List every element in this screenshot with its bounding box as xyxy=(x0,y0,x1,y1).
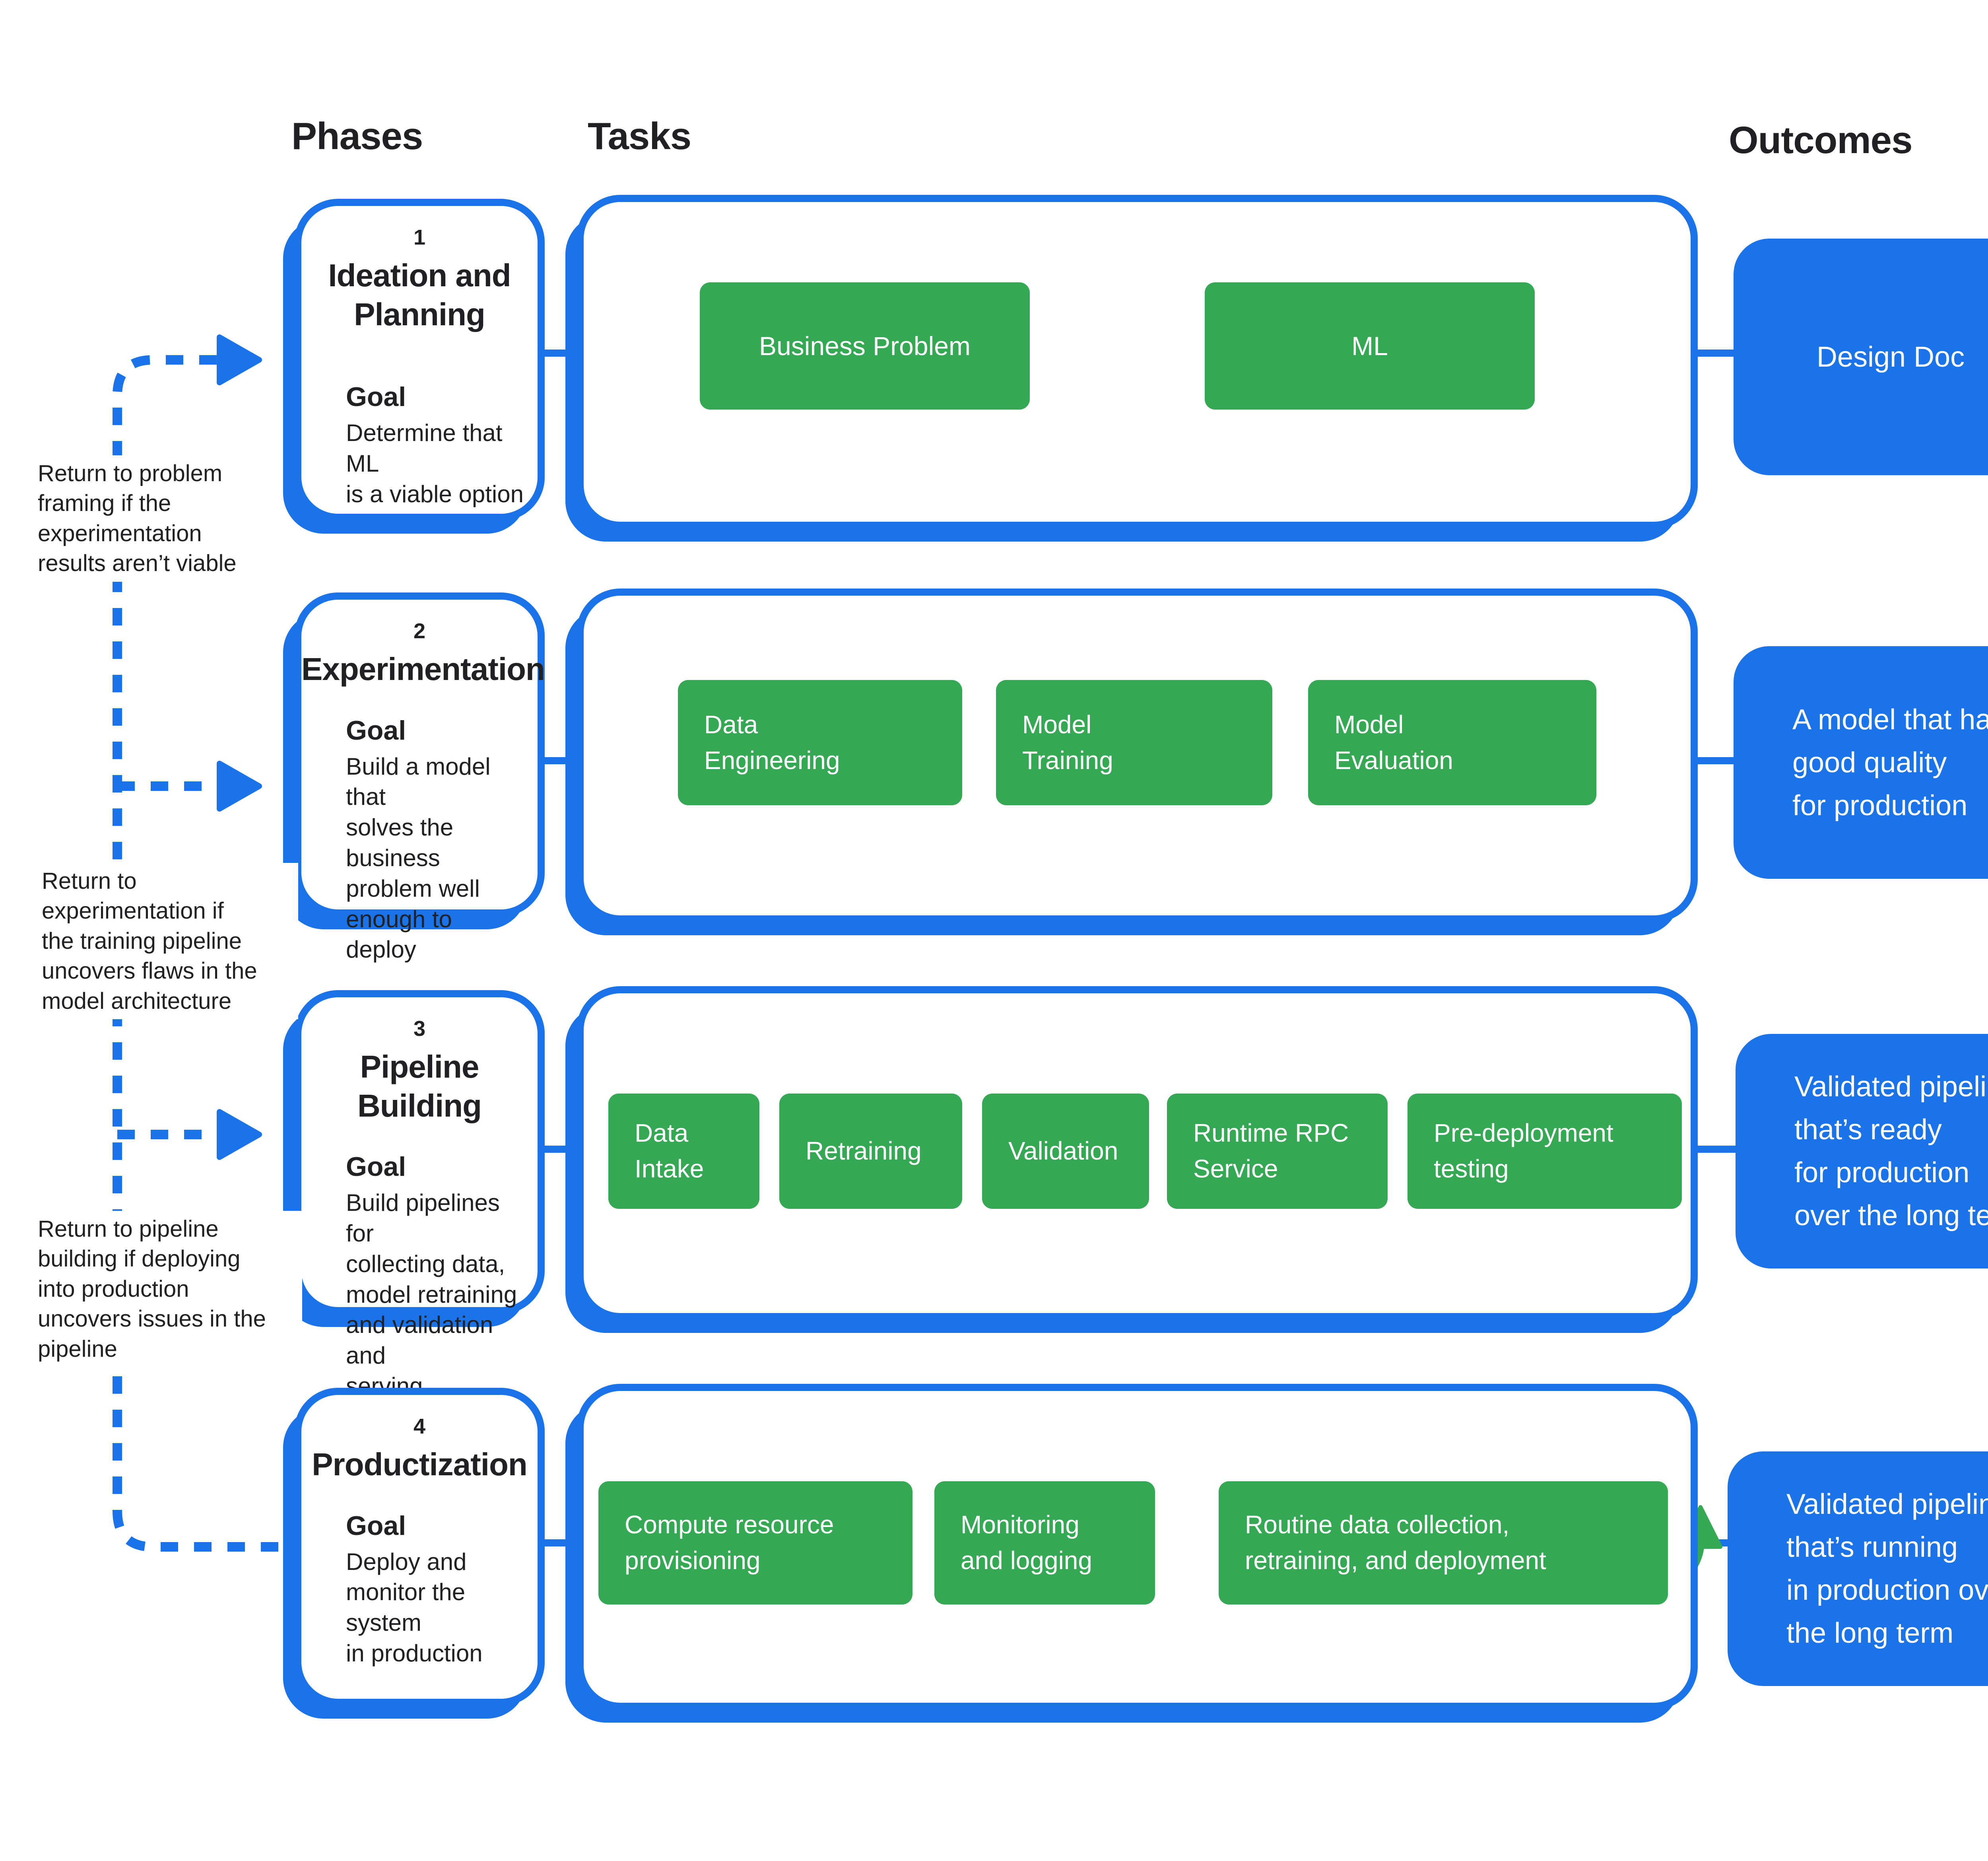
outcome-good-quality-model: A model that has good quality for produc… xyxy=(1734,646,1988,879)
phase-number: 1 xyxy=(413,225,426,249)
arrowhead-right-icon-3 xyxy=(217,1109,262,1160)
task-routine-data-collection: Routine data collection, retraining, and… xyxy=(1219,1481,1668,1605)
outcomes-column-header: Outcomes xyxy=(1729,119,1912,161)
arrowhead-right-icon-2 xyxy=(217,761,262,812)
goal-text: Deploy and monitor the system in product… xyxy=(346,1548,483,1667)
task-monitoring-and-logging: Monitoring and logging xyxy=(934,1481,1155,1605)
task-business-problem: Business Problem xyxy=(700,282,1030,410)
outcome-text: Validated pipeline that’s ready for prod… xyxy=(1794,1071,1988,1232)
phase-goal: Goal Determine that ML is a viable optio… xyxy=(346,381,526,509)
phase-box-productization: 4 Productization Goal Deploy and monitor… xyxy=(294,1388,545,1706)
goal-text: Determine that ML is a viable option xyxy=(346,420,524,507)
task-retraining: Retraining xyxy=(779,1094,962,1209)
task-runtime-rpc-service: Runtime RPC Service xyxy=(1167,1094,1388,1209)
goal-label: Goal xyxy=(346,1152,406,1182)
phase-title: Productization xyxy=(312,1447,528,1482)
outcome-design-doc: Design Doc xyxy=(1734,239,1988,475)
task-compute-resource-provisioning: Compute resource provisioning xyxy=(598,1481,912,1605)
phase-title: Ideation and Planning xyxy=(328,258,511,332)
task-data-intake: Data Intake xyxy=(608,1094,759,1209)
phase-title: Pipeline Building xyxy=(357,1049,482,1123)
outcome-validated-pipeline-running: Validated pipeline that’s running in pro… xyxy=(1728,1451,1988,1686)
task-model-evaluation: Model Evaluation xyxy=(1308,680,1596,805)
goal-text: Build pipelines for collecting data, mod… xyxy=(346,1189,517,1399)
outcome-text: A model that has good quality for produc… xyxy=(1792,703,1988,822)
annotation-return-to-pipeline-building: Return to pipeline building if deploying… xyxy=(38,1211,302,1367)
goal-label: Goal xyxy=(346,1510,406,1541)
phase-goal: Goal Build a model that solves the busin… xyxy=(346,715,526,965)
outcome-validated-pipeline-ready: Validated pipeline that’s ready for prod… xyxy=(1736,1034,1988,1269)
task-validation: Validation xyxy=(982,1094,1149,1209)
task-model-training: Model Training xyxy=(996,680,1272,805)
goal-label: Goal xyxy=(346,715,406,746)
phase-number: 4 xyxy=(413,1414,426,1438)
phase-goal: Goal Build pipelines for collecting data… xyxy=(346,1151,526,1402)
task-ml: ML xyxy=(1205,282,1535,410)
phase-box-ideation: 1 Ideation and Planning Goal Determine t… xyxy=(294,199,545,521)
phase-box-pipeline-building: 3 Pipeline Building Goal Build pipelines… xyxy=(294,990,545,1399)
task-data-engineering: Data Engineering xyxy=(678,680,962,805)
phase-title: Experimentation xyxy=(301,651,545,687)
goal-text: Build a model that solves the business p… xyxy=(346,753,491,963)
phase-number: 2 xyxy=(413,619,426,643)
goal-label: Goal xyxy=(346,382,406,412)
outcome-text: Design Doc xyxy=(1816,341,1965,373)
phase-goal: Goal Deploy and monitor the system in pr… xyxy=(346,1510,526,1669)
tasks-column-header: Tasks xyxy=(588,115,691,157)
outcome-text: Validated pipeline that’s running in pro… xyxy=(1786,1488,1988,1649)
arrowhead-right-icon-1 xyxy=(217,334,262,385)
phases-column-header: Phases xyxy=(291,115,423,157)
annotation-return-to-problem-framing: Return to problem framing if the experim… xyxy=(38,455,262,582)
phase-box-experimentation: 2 Experimentation Goal Build a model tha… xyxy=(294,592,545,963)
annotation-return-to-experimentation: Return to experimentation if the trainin… xyxy=(42,863,298,1019)
task-pre-deployment-testing: Pre-deployment testing xyxy=(1408,1094,1682,1209)
phase-number: 3 xyxy=(413,1017,426,1041)
